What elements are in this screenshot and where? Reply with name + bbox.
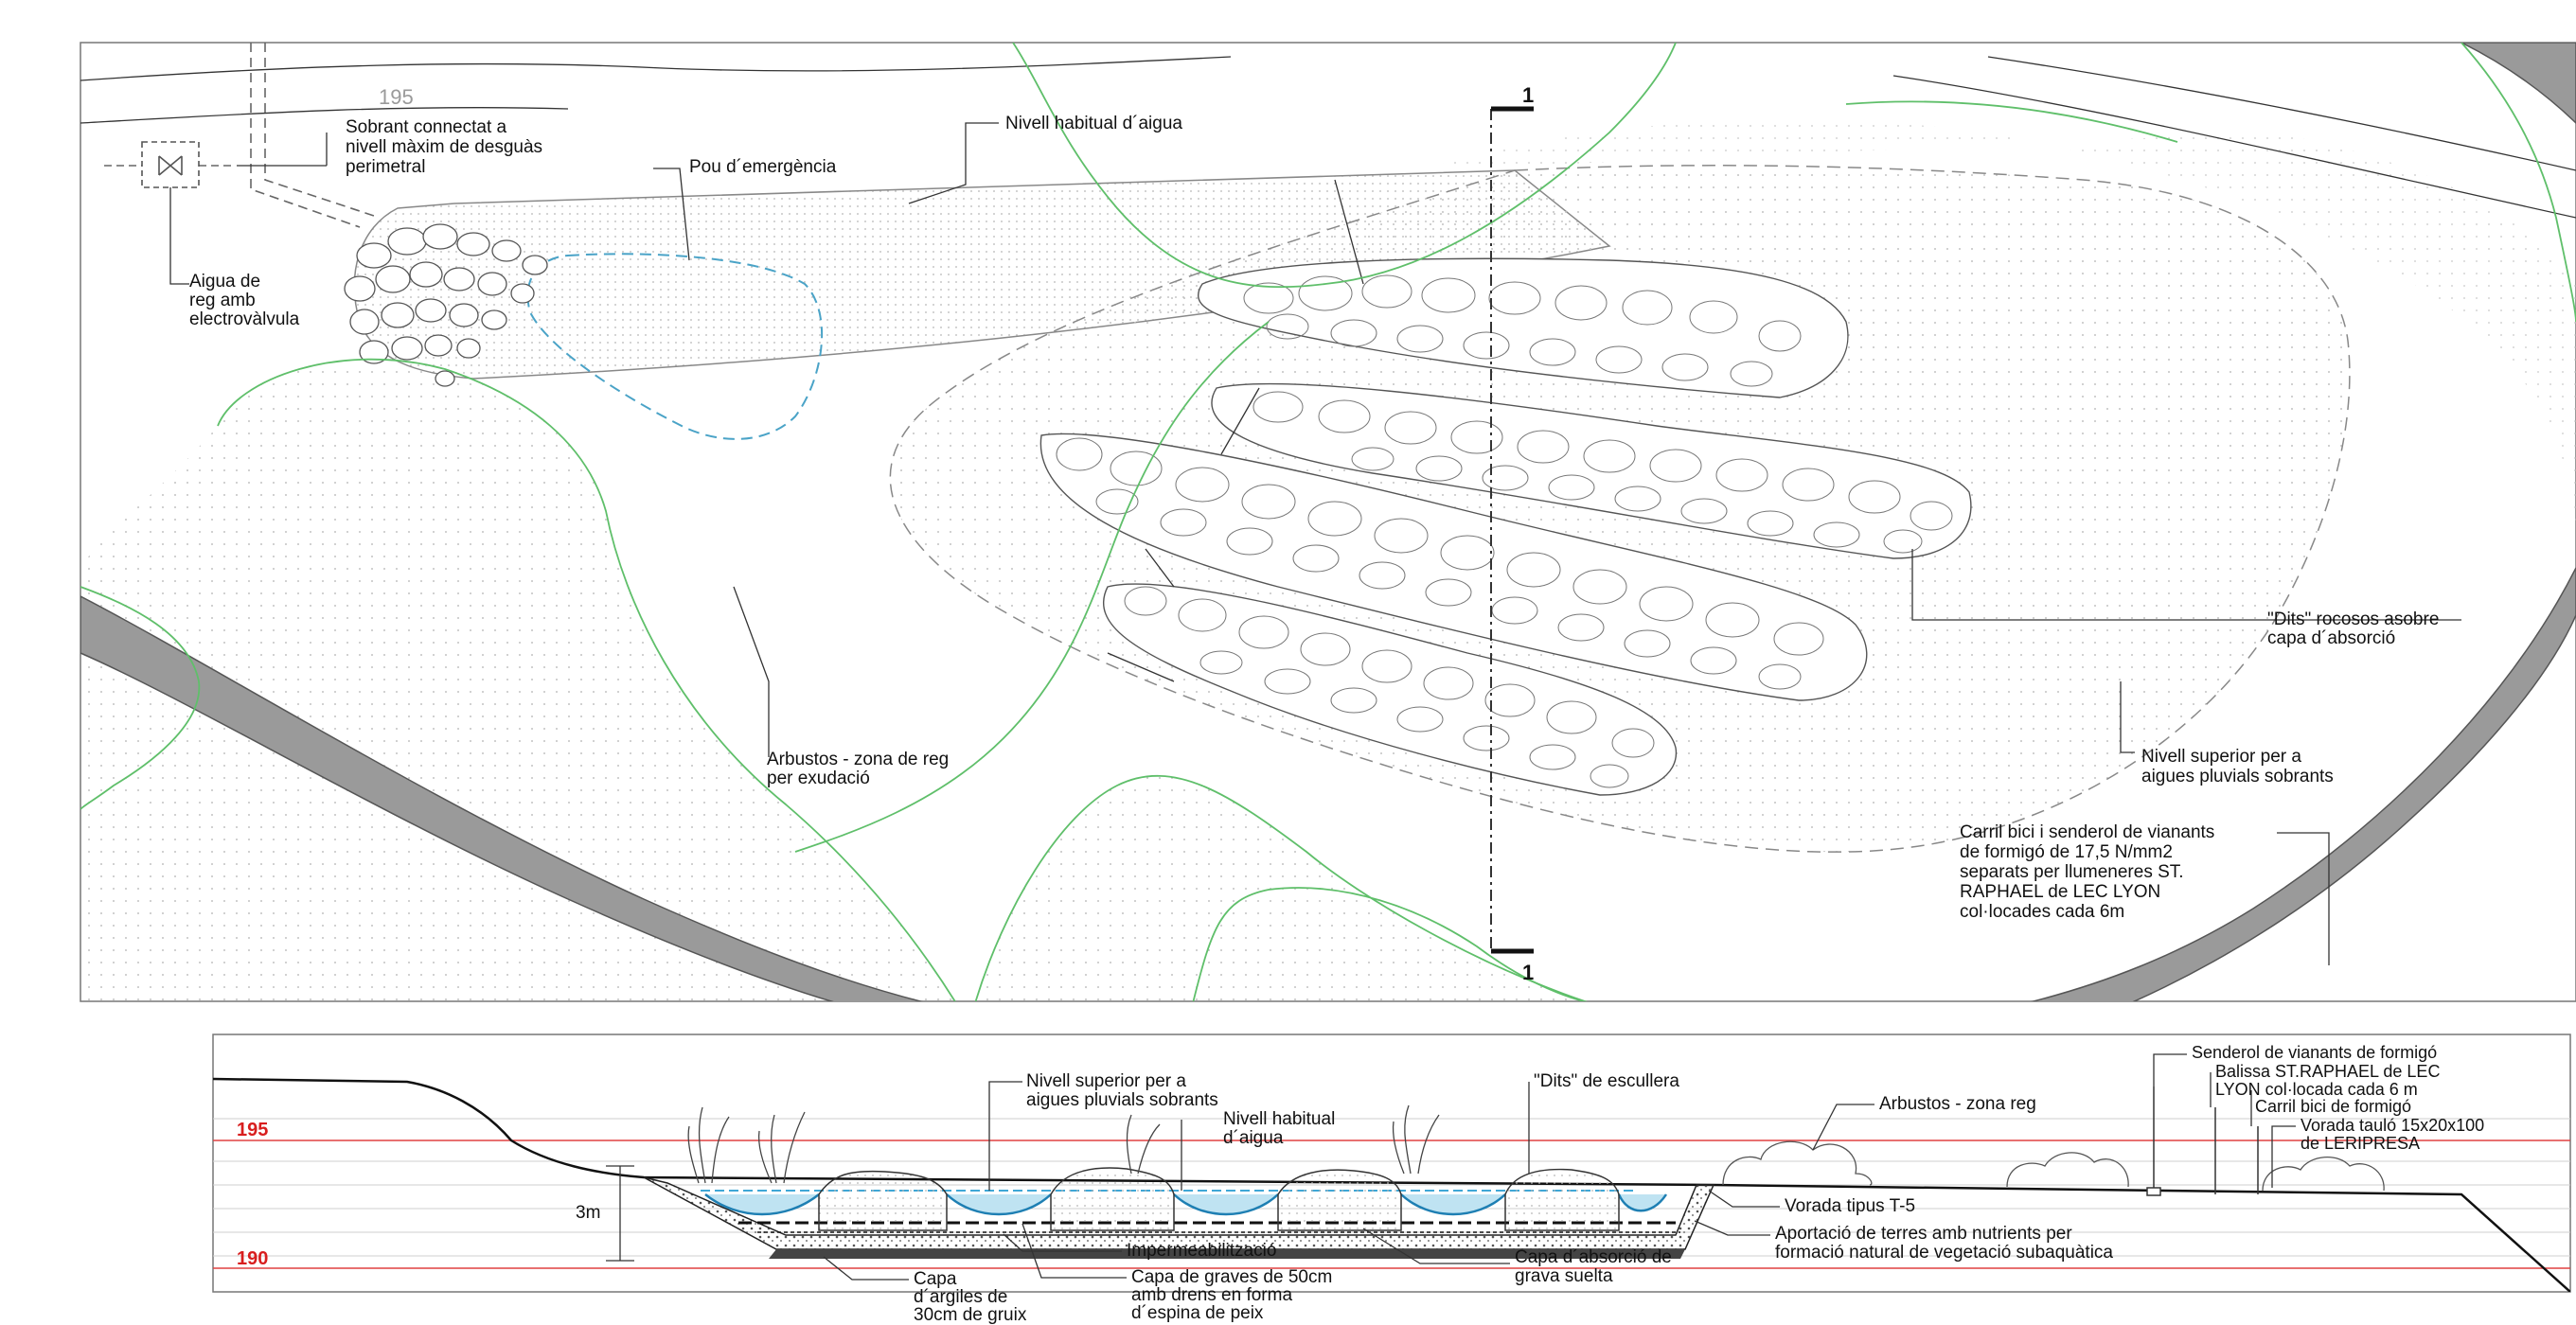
label-bike-lane-1: Carril bici i senderol de vianants	[1960, 822, 2214, 842]
plan-labels: Sobrant connectat a nivell màxim de desg…	[189, 114, 2439, 922]
topo-line-1	[80, 56, 1232, 81]
rock-mounds	[818, 1167, 1620, 1231]
sec-label-bike: Carril bici de formigó	[2255, 1097, 2411, 1116]
contour-label: 195	[379, 85, 414, 109]
depth-dimension	[606, 1165, 634, 1262]
sec-label-lamp-1: Balissa ST.RAPHAEL de LEC	[2215, 1062, 2440, 1081]
section-mark-bottom: 1	[1522, 961, 1534, 984]
sec-label-absorption-1: Capa d´absorció de	[1515, 1247, 1672, 1267]
electrovalve-icon	[141, 141, 200, 188]
road-band-left	[80, 595, 924, 1001]
topo-line-4	[1987, 56, 2576, 171]
label-bike-lane-5: col·locades cada 6m	[1960, 902, 2124, 922]
label-overflow-3: perimetral	[346, 157, 425, 177]
section-mark-top: 1	[1522, 83, 1534, 107]
sec-label-gravel-3: d´espina de peix	[1131, 1303, 1264, 1323]
section-view: 3m 195 190 Nivell superior per a aigues …	[212, 1034, 2571, 1325]
label-shrubs-2: per exudació	[767, 768, 870, 788]
label-upper-level-1: Nivell superior per a	[2141, 747, 2301, 767]
green-contours	[80, 43, 2576, 1001]
label-normal-level: Nivell habitual d´aigua	[1005, 114, 1182, 133]
depth-label: 3m	[576, 1203, 600, 1223]
sec-label-shrubs: Arbustos - zona reg	[1879, 1094, 2036, 1114]
sec-label-path: Senderol de vianants de formigó	[2192, 1043, 2437, 1062]
sec-label-soil-2: formació natural de vegetació subaquàtic…	[1775, 1243, 2113, 1263]
reeds	[687, 1104, 1440, 1184]
sec-label-waterproof: Impermeabilització	[1127, 1241, 1276, 1261]
topo-line-3	[1892, 75, 2576, 219]
sec-label-kerb-2: de LERIPRESA	[2301, 1134, 2420, 1153]
road-band-right	[2030, 567, 2576, 1001]
sec-label-gravel-2: amb drens en forma	[1131, 1285, 1292, 1305]
sec-label-fingers: "Dits" de escullera	[1534, 1071, 1679, 1091]
vegetation-area-right	[1420, 119, 2576, 530]
topo-line-2	[80, 107, 569, 124]
rock-finger-4	[1102, 583, 1678, 796]
label-rock-fingers-1: "Dits" rocosos asobre	[2267, 610, 2439, 629]
plan-leaders	[169, 122, 2461, 965]
sec-label-soil-1: Aportació de terres amb nutrients per	[1775, 1224, 2072, 1244]
sec-label-clay-3: 30cm de gruix	[914, 1305, 1027, 1325]
sec-label-kerb-t5: Vorada tipus T-5	[1785, 1196, 1915, 1216]
basin-clay	[769, 1249, 1685, 1259]
sec-label-lamp-2: LYON col·locada cada 6 m	[2215, 1080, 2418, 1099]
label-bike-lane-2: de formigó de 17,5 N/mm2	[1960, 842, 2173, 862]
sec-label-absorption-2: grava suelta	[1515, 1266, 1613, 1286]
sec-label-clay-2: d´argiles de	[914, 1287, 1007, 1307]
sec-label-upper-1: Nivell superior per a	[1026, 1071, 1186, 1091]
label-irrigation-2: reg amb	[189, 291, 256, 310]
label-shrubs-1: Arbustos - zona de reg	[767, 750, 949, 769]
label-bike-lane-4: RAPHAEL de LEC LYON	[1960, 882, 2160, 902]
section-labels: Nivell superior per a aigues pluvials so…	[914, 1043, 2484, 1325]
rock-finger-2	[1211, 382, 1972, 559]
posts	[2146, 1086, 2259, 1196]
label-overflow-1: Sobrant connectat a	[346, 117, 506, 137]
sec-label-gravel-1: Capa de graves de 50cm	[1131, 1267, 1332, 1287]
vegetation-area-left	[80, 359, 955, 1001]
terrain-profile	[213, 1077, 2570, 1292]
reference-lines	[213, 1118, 2570, 1257]
label-bike-lane-3: separats per llumeneres ST.	[1960, 862, 2184, 882]
rock-finger-stones	[1056, 274, 1953, 788]
sec-label-normal-2: d´aigua	[1223, 1128, 1284, 1148]
section-cut-line: 1 1	[1490, 83, 1534, 984]
section-leaders	[823, 1053, 2296, 1281]
emergency-well	[526, 253, 824, 440]
water-basins	[704, 1193, 1668, 1216]
label-irrigation-3: electrovàlvula	[189, 309, 300, 329]
label-irrigation-1: Aigua de	[189, 272, 260, 292]
rock-cluster	[344, 223, 548, 387]
label-upper-level-2: aigues pluvials sobrants	[2141, 767, 2334, 786]
sec-label-upper-2: aigues pluvials sobrants	[1026, 1090, 1218, 1110]
overflow-pipe	[104, 43, 375, 228]
sec-label-kerb-1: Vorada tauló 15x20x100	[2301, 1116, 2484, 1135]
label-overflow-2: nivell màxim de desguàs	[346, 137, 542, 157]
label-emergency-well: Pou d´emergència	[689, 157, 837, 177]
sec-label-normal-1: Nivell habitual	[1223, 1109, 1335, 1129]
pond-divider-lines	[1107, 179, 1364, 682]
plan-view: 195 1 1 Sobrant connectat a nivell	[80, 42, 2576, 1002]
label-rock-fingers-2: capa d´absorció	[2267, 628, 2395, 648]
sec-label-clay-1: Capa	[914, 1269, 957, 1289]
level-label-190: 190	[237, 1248, 268, 1269]
rock-finger-1	[1197, 257, 1849, 398]
level-label-195: 195	[237, 1120, 268, 1140]
